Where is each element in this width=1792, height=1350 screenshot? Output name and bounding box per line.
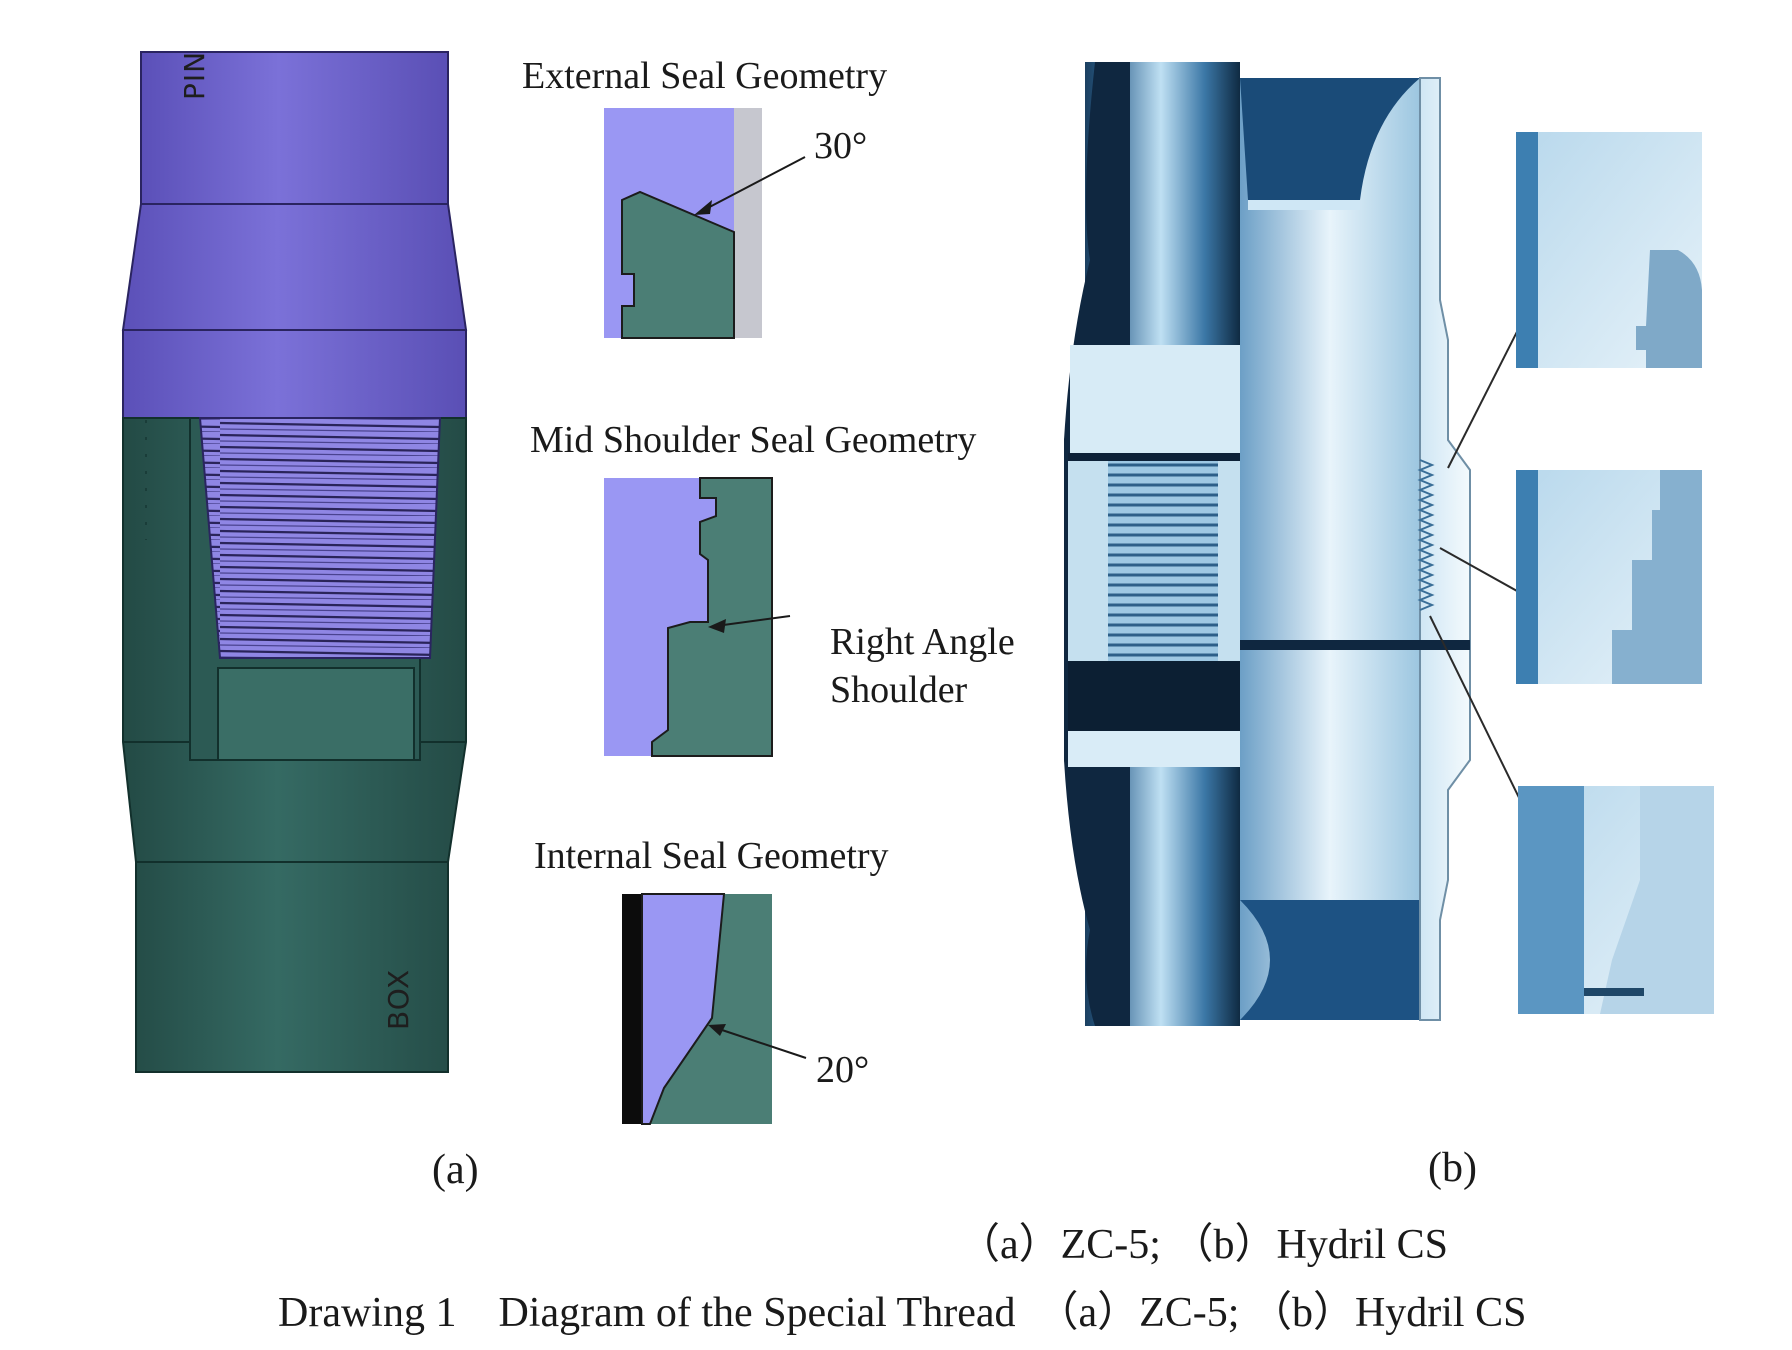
right-angle-leader — [715, 615, 791, 627]
hydril-detail-middle — [1516, 470, 1702, 684]
coupling-thread-profile — [1417, 459, 1435, 611]
leader-middle — [1439, 547, 1527, 597]
external-seal-angle: 30° — [814, 125, 868, 167]
pin-thread-region — [1108, 461, 1218, 661]
panel-b-sublabel: (b) — [1428, 1145, 1477, 1191]
mid-shoulder-detail — [604, 477, 791, 757]
external-seal-title: External Seal Geometry — [522, 55, 888, 97]
angle-30-leader — [699, 156, 806, 213]
caption-line-2: Drawing 1 Diagram of the Special Thread … — [278, 1290, 1527, 1336]
caption-line-1: （a）ZC-5; （b）Hydril CS — [958, 1222, 1448, 1268]
coupling-body — [1240, 78, 1420, 1020]
leader-lower — [1429, 615, 1529, 817]
internal-seal-detail — [622, 893, 807, 1125]
external-seal-detail — [604, 108, 806, 339]
pin-label: PIN — [178, 50, 211, 100]
right-angle-callout-line2: Shoulder — [830, 669, 968, 711]
leader-upper — [1447, 309, 1529, 469]
pin-threads — [198, 417, 442, 659]
hydril-detail-upper — [1516, 132, 1702, 368]
internal-seal-title: Internal Seal Geometry — [534, 835, 889, 877]
right-angle-callout-line1: Right Angle — [830, 621, 1015, 663]
hydril-detail-lower — [1518, 786, 1714, 1014]
internal-seal-angle: 20° — [816, 1049, 870, 1091]
mid-shoulder-title: Mid Shoulder Seal Geometry — [530, 419, 977, 461]
box-label: BOX — [382, 968, 415, 1030]
coupling-wall — [1419, 77, 1471, 1021]
angle-20-leader — [715, 1027, 807, 1059]
panel-a-sublabel: (a) — [432, 1147, 479, 1193]
pin-body — [140, 51, 449, 205]
